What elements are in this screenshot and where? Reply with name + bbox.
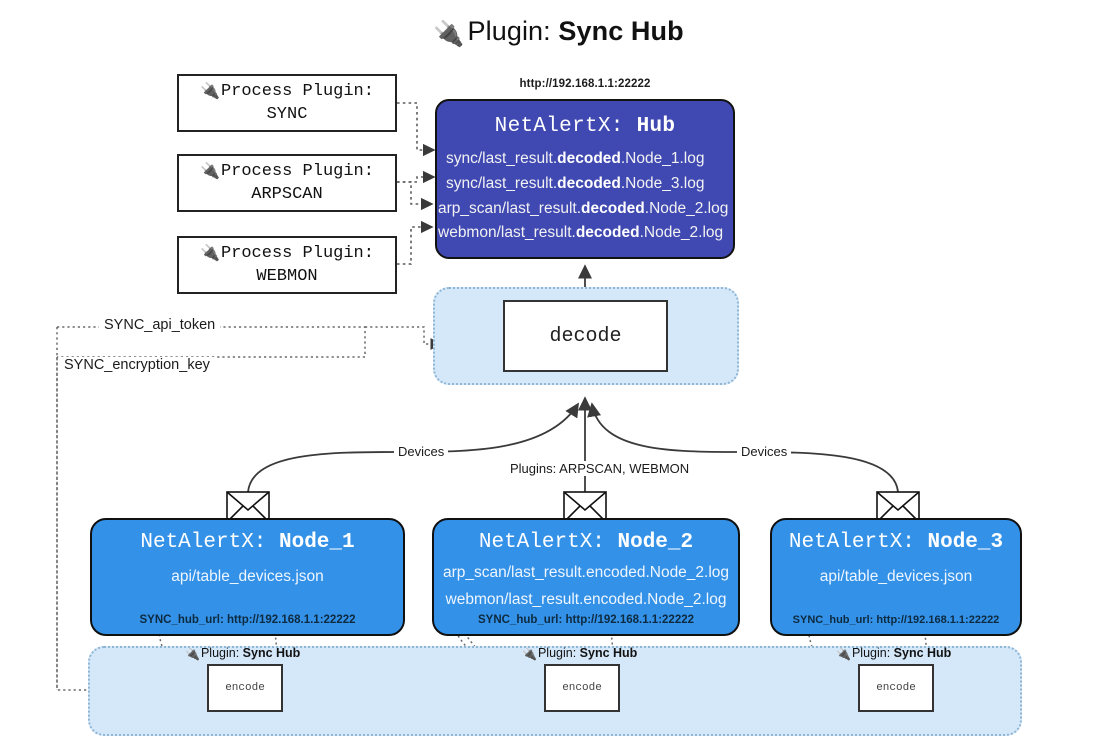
plugin-caption-prefix: Plugin: (851, 646, 894, 660)
plug-icon: 🔌 (836, 647, 851, 661)
node-log: api/table_devices.json (171, 568, 324, 585)
node-1-encode-box[interactable]: encode (207, 664, 283, 712)
node-log: webmon/last_result.encoded.Node_2.log (445, 590, 727, 608)
node-title-prefix: NetAlertX: (788, 531, 928, 554)
node-log: api/table_devices.json (819, 568, 973, 585)
hub-log-post: .Node_3.log (620, 174, 705, 192)
process-plugin-sync-line1: 🔌Process Plugin: (200, 80, 374, 104)
node-title-name: Node_2 (617, 531, 694, 554)
process-plugin-arpscan-label: Process Plugin: (220, 161, 374, 181)
edge-label-devices-right: Devices (737, 444, 792, 459)
node-1-plugin-caption: 🔌Plugin: Sync Hub (185, 646, 300, 661)
hub-log-post: .Node_2.log (644, 199, 729, 217)
plug-icon: 🔌 (200, 80, 220, 100)
page-title-name: Sync Hub (558, 16, 684, 46)
node-log: arp_scan/last_result.encoded.Node_2.log (442, 564, 730, 581)
process-plugin-webmon-label: Process Plugin: (220, 243, 374, 263)
process-plugin-webmon-line1: 🔌Process Plugin: (200, 242, 374, 266)
hub-url-label: http://192.168.1.1:22222 (519, 78, 651, 90)
process-plugin-sync-label: Process Plugin: (220, 81, 374, 101)
node-title-prefix: NetAlertX: (478, 531, 618, 554)
hub-log-bold: decoded (575, 224, 640, 242)
hub-log-pre: sync/last_result. (446, 174, 558, 192)
plug-icon: 🔌 (433, 20, 465, 48)
hub-log-list: sync/last_result.decoded.Node_1.log sync… (437, 147, 733, 246)
hub-title: NetAlertX: Hub (437, 115, 733, 138)
process-plugin-sync-value: SYNC (266, 104, 308, 124)
node-2-logs: arp_scan/last_result.encoded.Node_2.log … (434, 560, 738, 613)
plugin-caption-prefix: Plugin: (537, 646, 580, 660)
page-title-prefix: Plugin: (467, 16, 559, 46)
plugin-caption-prefix: Plugin: (200, 646, 243, 660)
node-1-hub-url: SYNC_hub_url: http://192.168.1.1:22222 (139, 614, 356, 626)
sync-api-token-label: SYNC_api_token (99, 317, 221, 333)
plug-icon: 🔌 (522, 647, 537, 661)
encode-label: encode (562, 682, 602, 694)
node-1-logs: api/table_devices.json (92, 564, 403, 591)
node-title-name: Node_3 (927, 531, 1004, 554)
hub-log-line: sync/last_result.decoded.Node_1.log (437, 147, 733, 172)
node-3-hub-url: SYNC_hub_url: http://192.168.1.1:22222 (792, 614, 1000, 626)
process-plugin-arpscan-value: ARPSCAN (251, 184, 323, 204)
node-title-name: Node_1 (279, 531, 355, 554)
hub-log-line: webmon/last_result.decoded.Node_2.log (437, 221, 733, 246)
hub-log-bold: decoded (581, 199, 645, 217)
node-1[interactable]: NetAlertX: Node_1 api/table_devices.json… (90, 518, 405, 636)
node-2-encode-box[interactable]: encode (544, 664, 620, 712)
hub-log-post: .Node_1.log (620, 150, 705, 167)
plug-icon: 🔌 (200, 242, 220, 262)
node-3-plugin-caption: 🔌Plugin: Sync Hub (836, 646, 951, 661)
plugin-caption-name: Sync Hub (893, 646, 952, 660)
node-2[interactable]: NetAlertX: Node_2 arp_scan/last_result.e… (432, 518, 740, 636)
process-plugin-arpscan[interactable]: 🔌Process Plugin: ARPSCAN (177, 154, 397, 212)
plugin-caption-name: Sync Hub (242, 646, 301, 660)
hub-log-post: .Node_2.log (639, 224, 724, 242)
process-plugin-webmon-value: WEBMON (256, 266, 318, 286)
hub-log-line: sync/last_result.decoded.Node_3.log (437, 172, 733, 197)
encode-label: encode (876, 682, 916, 694)
edge-label-devices-left: Devices (394, 444, 449, 459)
plug-icon: 🔌 (185, 647, 200, 661)
process-plugin-arpscan-line1: 🔌Process Plugin: (200, 160, 374, 184)
encode-label: encode (225, 682, 265, 694)
hub-log-pre: webmon/last_result. (438, 224, 576, 242)
node-3-title: NetAlertX: Node_3 (772, 531, 1020, 554)
process-plugin-webmon[interactable]: 🔌Process Plugin: WEBMON (177, 236, 397, 294)
decode-box[interactable]: decode (503, 300, 668, 372)
node-2-title: NetAlertX: Node_2 (434, 531, 738, 554)
node-3-logs: api/table_devices.json (772, 564, 1020, 591)
hub-node[interactable]: NetAlertX: Hub sync/last_result.decoded.… (435, 99, 735, 259)
hub-title-name: Hub (636, 115, 676, 138)
hub-log-line: arp_scan/last_result.decoded.Node_2.log (437, 197, 733, 222)
node-3[interactable]: NetAlertX: Node_3 api/table_devices.json… (770, 518, 1022, 636)
sync-encryption-key-label: SYNC_encryption_key (59, 357, 215, 373)
node-2-plugin-caption: 🔌Plugin: Sync Hub (522, 646, 637, 661)
decode-label: decode (549, 324, 622, 348)
node-title-prefix: NetAlertX: (140, 531, 279, 554)
node-2-hub-url: SYNC_hub_url: http://192.168.1.1:22222 (477, 614, 695, 626)
page-title: 🔌Plugin: Sync Hub (0, 16, 1117, 49)
plugin-caption-name: Sync Hub (579, 646, 638, 660)
hub-log-pre: sync/last_result. (446, 150, 558, 167)
plug-icon: 🔌 (200, 160, 220, 180)
node-3-encode-box[interactable]: encode (858, 664, 934, 712)
hub-log-bold: decoded (557, 150, 621, 167)
edge-label-plugins-mid: Plugins: ARPSCAN, WEBMON (506, 461, 694, 476)
hub-log-pre: arp_scan/last_result. (438, 199, 582, 217)
hub-log-bold: decoded (557, 174, 621, 192)
process-plugin-sync[interactable]: 🔌Process Plugin: SYNC (177, 74, 397, 132)
hub-title-prefix: NetAlertX: (494, 115, 637, 138)
node-1-title: NetAlertX: Node_1 (92, 531, 403, 554)
